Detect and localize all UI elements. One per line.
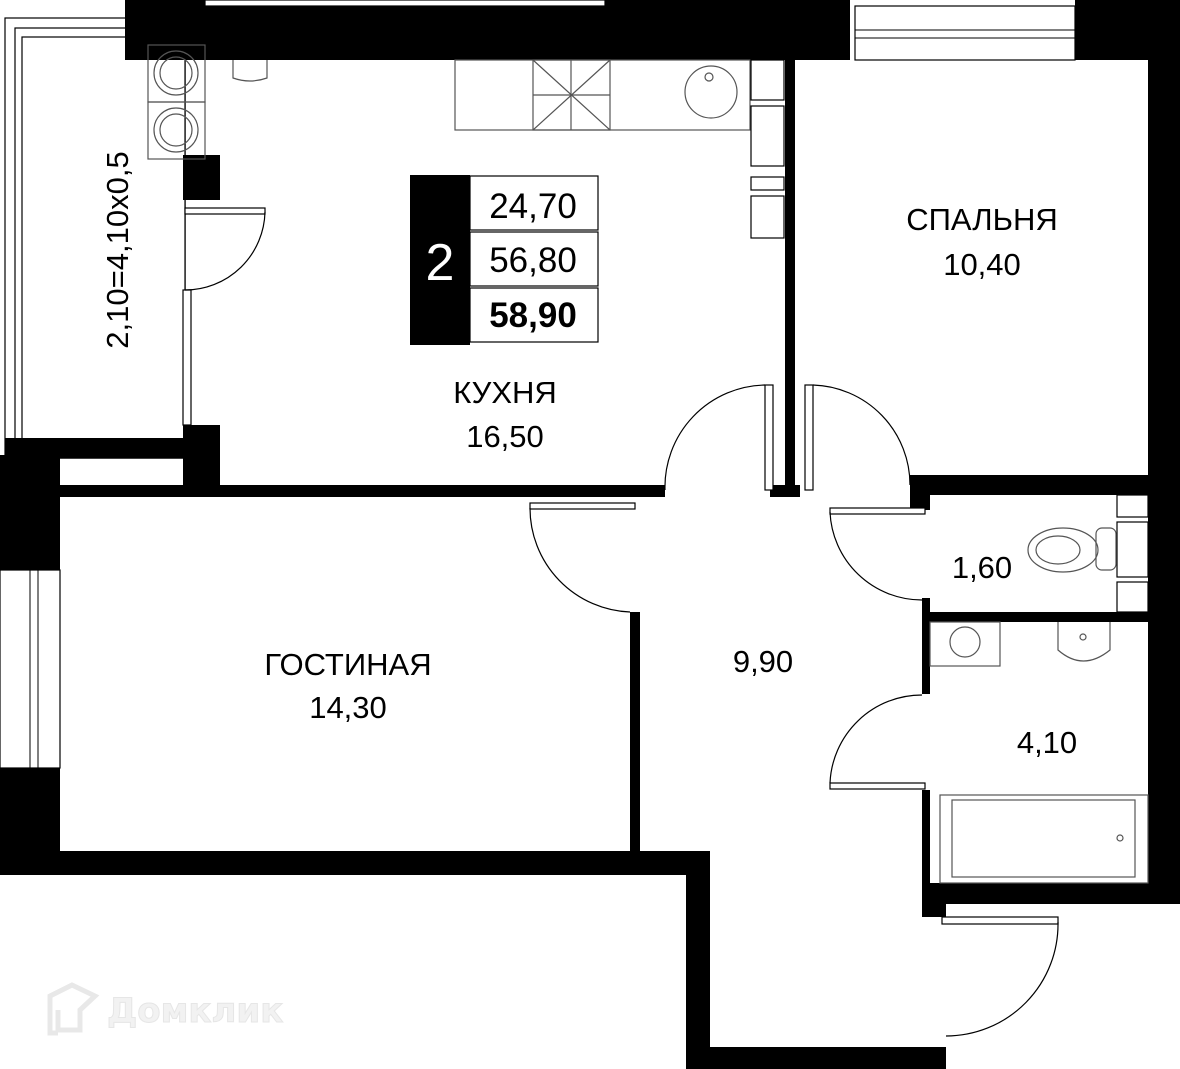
kitchen-area: 16,50 [466,419,544,454]
house-logo-icon [47,982,100,1036]
bathroom-area: 4,10 [1017,725,1077,760]
living-room-area: 14,30 [309,690,387,725]
area-summary: 2 24,70 56,80 58,90 [410,175,599,345]
bedroom-name: СПАЛЬНЯ [906,202,1058,237]
watermark-text: Домклик [107,991,283,1031]
living-room-name: ГОСТИНАЯ [264,647,431,682]
balcony-dimension: 2,10=4,10x0,5 [100,151,135,348]
total-area-no-balcony: 56,80 [489,241,577,280]
kitchen-name: КУХНЯ [453,375,557,410]
room-labels: КУХНЯ 16,50 СПАЛЬНЯ 10,40 ГОСТИНАЯ 14,30… [100,151,1077,760]
doors [184,207,1059,1037]
rooms-count: 2 [426,234,455,292]
fixtures [147,44,1149,884]
hallway-area: 9,90 [733,644,793,679]
wc-area: 1,60 [952,550,1012,585]
watermark: Домклик [47,982,284,1036]
total-area: 58,90 [489,296,577,335]
living-area: 24,70 [489,187,577,226]
balcony [4,17,186,459]
bedroom-area: 10,40 [943,247,1021,282]
windows [0,5,1076,769]
